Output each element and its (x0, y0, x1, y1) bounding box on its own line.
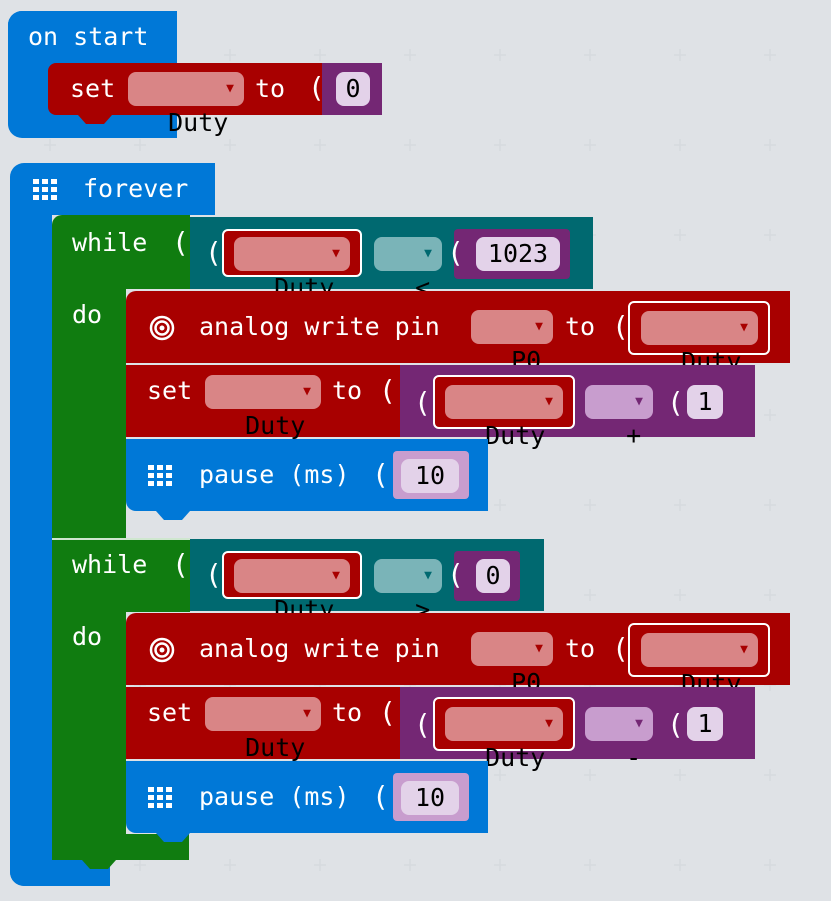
socket-bracket: ( (667, 386, 684, 419)
pin-dropdown[interactable]: P0 ▼ (471, 310, 553, 375)
number-input[interactable]: 1 (687, 707, 723, 741)
chevron-down-icon: ▼ (635, 716, 643, 731)
chevron-down-icon: ▼ (424, 568, 432, 583)
variable-dropdown[interactable]: Duty ▼ (128, 72, 244, 137)
to-label: to (332, 376, 363, 405)
variable-dropdown[interactable]: Duty ▼ (234, 237, 350, 302)
chevron-down-icon: ▼ (332, 568, 340, 583)
number-input[interactable]: 10 (401, 459, 459, 493)
to-label: to (565, 312, 596, 341)
to-label: to (565, 634, 596, 663)
socket-bracket: ( (612, 310, 629, 343)
target-icon (149, 637, 175, 663)
grid-icon (33, 179, 57, 200)
number-input[interactable]: 0 (336, 72, 370, 106)
socket-bracket: ( (414, 708, 431, 741)
socket-bracket: ( (414, 386, 431, 419)
chevron-down-icon: ▼ (303, 706, 311, 721)
chevron-down-icon: ▼ (740, 320, 748, 335)
socket-bracket: ( (372, 458, 389, 491)
while-loop-block[interactable] (52, 538, 190, 612)
chevron-down-icon: ▼ (535, 641, 543, 656)
forever-label: forever (83, 174, 189, 203)
to-label: to (255, 74, 286, 103)
chevron-down-icon: ▼ (545, 716, 553, 731)
chevron-down-icon: ▼ (226, 81, 234, 96)
operator-dropdown[interactable]: - ▼ (585, 707, 653, 772)
pause-label: pause (ms) (199, 460, 350, 489)
while-label: while (72, 550, 148, 579)
chevron-down-icon: ▼ (535, 319, 543, 334)
while-loop-block[interactable] (52, 215, 190, 289)
on-start-label: on start (28, 22, 149, 51)
block-notch (156, 511, 190, 520)
number-input[interactable]: 0 (476, 559, 510, 593)
block-notch (82, 860, 116, 869)
number-input[interactable]: 10 (401, 781, 459, 815)
do-label: do (72, 300, 103, 329)
socket-bracket: ( (205, 558, 222, 591)
block-notch (156, 833, 190, 842)
target-icon (149, 315, 175, 341)
grid-icon (148, 787, 172, 808)
chevron-down-icon: ▼ (303, 384, 311, 399)
socket-bracket: ( (172, 548, 189, 581)
socket-bracket: ( (172, 226, 189, 259)
variable-dropdown[interactable]: Duty ▼ (641, 311, 758, 376)
do-label: do (72, 622, 103, 651)
socket-bracket: ( (379, 374, 396, 407)
operator-dropdown[interactable]: > ▼ (374, 559, 442, 624)
chevron-down-icon: ▼ (332, 246, 340, 261)
chevron-down-icon: ▼ (424, 246, 432, 261)
analog-write-label: analog write pin (199, 312, 440, 341)
block-notch (78, 115, 112, 124)
pause-label: pause (ms) (199, 782, 350, 811)
socket-bracket: ( (447, 558, 464, 591)
to-label: to (332, 698, 363, 727)
variable-dropdown[interactable]: Duty ▼ (234, 559, 350, 624)
number-input[interactable]: 1 (687, 385, 723, 419)
variable-dropdown[interactable]: Duty ▼ (205, 375, 321, 440)
variable-dropdown[interactable]: Duty ▼ (641, 633, 758, 698)
socket-bracket: ( (308, 71, 325, 104)
chevron-down-icon: ▼ (635, 394, 643, 409)
socket-bracket: ( (447, 236, 464, 269)
socket-bracket: ( (612, 632, 629, 665)
socket-bracket: ( (379, 696, 396, 729)
pin-dropdown[interactable]: P0 ▼ (471, 632, 553, 697)
number-input[interactable]: 1023 (476, 237, 560, 271)
analog-write-label: analog write pin (199, 634, 440, 663)
set-label: set (70, 74, 116, 103)
socket-bracket: ( (667, 708, 684, 741)
grid-icon (148, 465, 172, 486)
while-label: while (72, 228, 148, 257)
socket-bracket: ( (372, 780, 389, 813)
operator-dropdown[interactable]: + ▼ (585, 385, 653, 450)
variable-dropdown[interactable]: Duty ▼ (205, 697, 321, 762)
variable-dropdown[interactable]: Duty ▼ (445, 707, 563, 772)
chevron-down-icon: ▼ (740, 642, 748, 657)
chevron-down-icon: ▼ (545, 394, 553, 409)
set-label: set (147, 376, 193, 405)
operator-dropdown[interactable]: < ▼ (374, 237, 442, 302)
set-label: set (147, 698, 193, 727)
variable-dropdown[interactable]: Duty ▼ (445, 385, 563, 450)
socket-bracket: ( (205, 236, 222, 269)
